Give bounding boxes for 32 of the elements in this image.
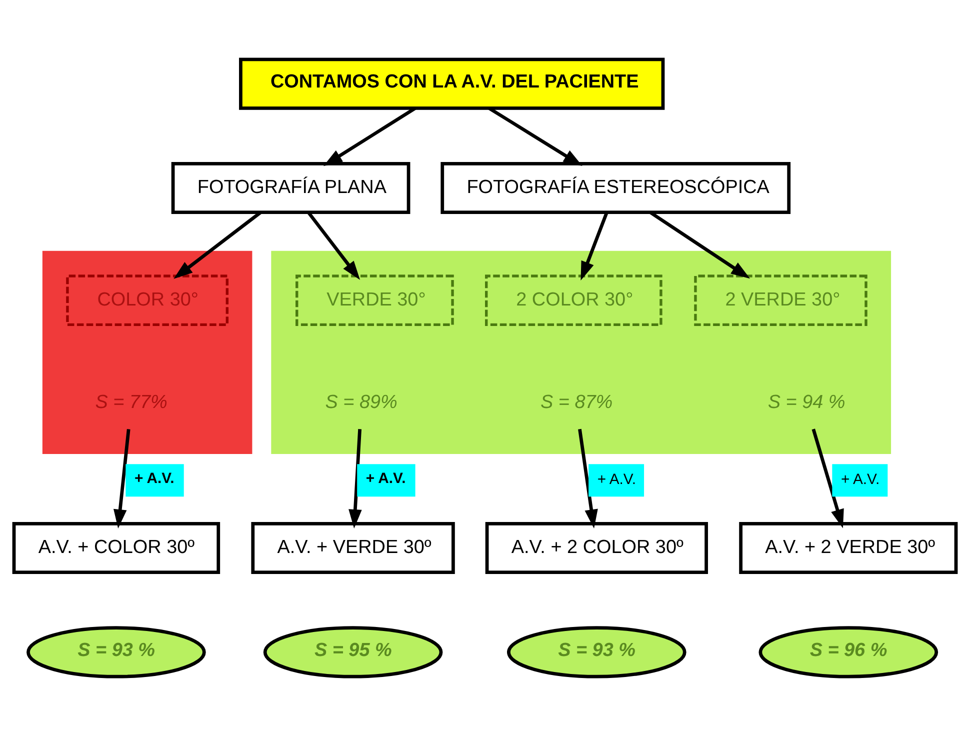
arrow	[580, 211, 608, 280]
node-box: COLOR 30°	[66, 274, 229, 326]
node-text: S = 87%	[540, 392, 613, 413]
edge-label: + A.V.	[134, 470, 174, 486]
node-box: 2 COLOR 30°	[485, 274, 662, 326]
node-text: S = 77%	[95, 392, 168, 413]
arrow	[113, 428, 130, 528]
node-box: FOTOGRAFÍA ESTEREOSCÓPICA	[440, 161, 791, 214]
node-box: A.V. + 2 VERDE 30º	[739, 521, 958, 574]
node-ellipse: S = 96 %	[758, 626, 938, 678]
arrow	[578, 428, 598, 528]
node-text: S = 94 %	[768, 392, 846, 413]
node-ellipse: S = 95 %	[263, 626, 443, 678]
node-ellipse: S = 93 %	[26, 626, 206, 678]
node-box: FOTOGRAFÍA PLANA	[171, 161, 410, 214]
node-box: VERDE 30°	[296, 274, 454, 326]
node-box: A.V. + 2 COLOR 30º	[485, 521, 708, 574]
cluster	[42, 250, 252, 454]
node-box: A.V. + COLOR 30º	[12, 521, 220, 574]
arrow	[812, 428, 844, 528]
edge-label: + A.V.	[366, 470, 406, 486]
arrow	[307, 211, 360, 280]
node-box: A.V. + VERDE 30º	[251, 521, 455, 574]
node-ellipse: S = 93 %	[507, 626, 686, 678]
edge-label: + A.V.	[840, 472, 880, 488]
cluster	[271, 250, 892, 454]
arrow	[348, 428, 362, 528]
arrow	[650, 210, 750, 278]
node-box: 2 VERDE 30°	[694, 274, 868, 326]
edge-label: + A.V.	[597, 472, 636, 488]
node-text: S = 89%	[325, 392, 398, 413]
node-box: CONTAMOS CON LA A.V. DEL PACIENTE	[239, 57, 665, 110]
